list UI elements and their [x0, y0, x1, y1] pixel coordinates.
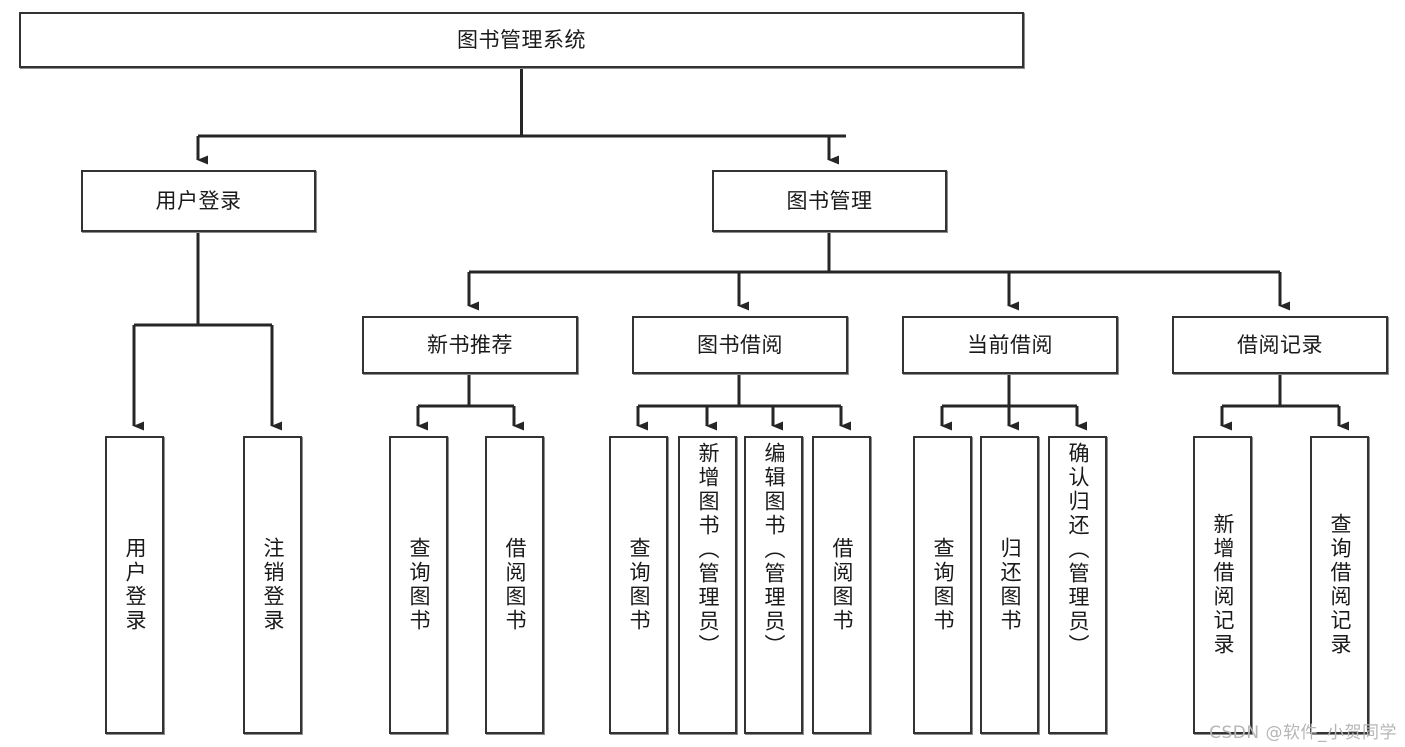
node-current-borrow-label: 当前借阅 — [967, 332, 1053, 357]
node-book-management[interactable]: 图书管理 — [712, 170, 947, 232]
node-leaf-add-borrow-record-label: 新增借阅记录 — [1211, 513, 1235, 657]
node-leaf-query-borrow-record-label: 查询借阅记录 — [1328, 513, 1352, 657]
node-user-login[interactable]: 用户登录 — [81, 170, 316, 232]
node-leaf-add-book-label: 新增图书（管理员） — [696, 442, 720, 658]
node-book-borrow[interactable]: 图书借阅 — [632, 316, 848, 374]
csdn-watermark: CSDN @软件_小贺同学 — [1209, 723, 1397, 743]
node-leaf-query-book-nb-label: 查询图书 — [407, 537, 431, 633]
node-leaf-query-book-bb-label: 查询图书 — [627, 537, 651, 633]
node-leaf-borrow-book-bb[interactable]: 借阅图书 — [812, 436, 871, 734]
node-leaf-return-book[interactable]: 归还图书 — [980, 436, 1039, 734]
node-leaf-query-book-cb[interactable]: 查询图书 — [913, 436, 972, 734]
node-leaf-confirm-return-label: 确认归还（管理员） — [1066, 442, 1090, 658]
node-leaf-edit-book[interactable]: 编辑图书（管理员） — [744, 436, 803, 734]
node-new-book-recommend-label: 新书推荐 — [427, 332, 513, 357]
node-leaf-add-borrow-record[interactable]: 新增借阅记录 — [1193, 436, 1252, 734]
node-book-borrow-label: 图书借阅 — [697, 332, 783, 357]
node-system-root[interactable]: 图书管理系统 — [19, 12, 1024, 68]
node-leaf-query-book-bb[interactable]: 查询图书 — [609, 436, 668, 734]
node-leaf-borrow-book-nb-label: 借阅图书 — [503, 537, 527, 633]
node-leaf-query-book-cb-label: 查询图书 — [931, 537, 955, 633]
node-current-borrow[interactable]: 当前借阅 — [902, 316, 1118, 374]
node-leaf-logout[interactable]: 注销登录 — [243, 436, 302, 734]
node-book-management-label: 图书管理 — [786, 188, 873, 213]
node-leaf-borrow-book-nb[interactable]: 借阅图书 — [485, 436, 544, 734]
node-new-book-recommend[interactable]: 新书推荐 — [362, 316, 578, 374]
node-system-root-label: 图书管理系统 — [457, 27, 586, 52]
node-leaf-query-book-nb[interactable]: 查询图书 — [389, 436, 448, 734]
node-leaf-add-book[interactable]: 新增图书（管理员） — [678, 436, 737, 734]
node-leaf-logout-label: 注销登录 — [261, 537, 285, 633]
node-leaf-borrow-book-bb-label: 借阅图书 — [830, 537, 854, 633]
node-user-login-label: 用户登录 — [155, 188, 242, 213]
node-leaf-confirm-return[interactable]: 确认归还（管理员） — [1048, 436, 1107, 734]
node-leaf-edit-book-label: 编辑图书（管理员） — [762, 442, 786, 658]
node-borrow-record-label: 借阅记录 — [1237, 332, 1323, 357]
node-leaf-return-book-label: 归还图书 — [998, 537, 1022, 633]
node-leaf-user-login[interactable]: 用户登录 — [105, 436, 164, 734]
node-leaf-query-borrow-record[interactable]: 查询借阅记录 — [1310, 436, 1369, 734]
node-leaf-user-login-label: 用户登录 — [123, 537, 147, 633]
node-borrow-record[interactable]: 借阅记录 — [1172, 316, 1388, 374]
